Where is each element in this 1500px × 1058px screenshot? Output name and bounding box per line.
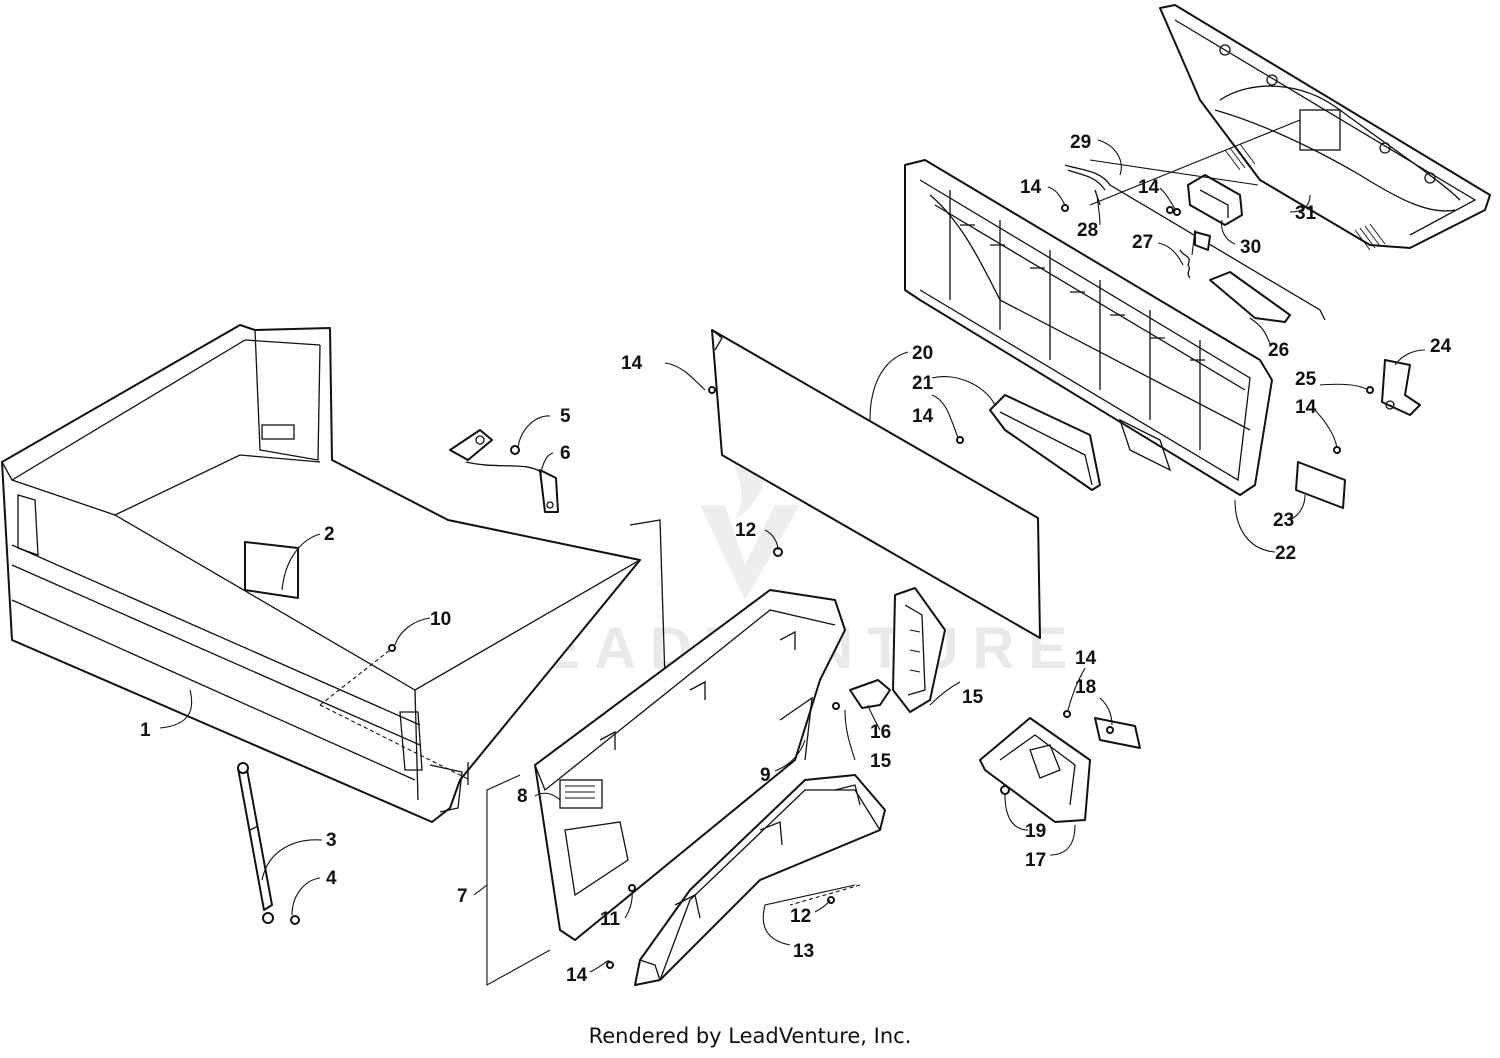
callout-10: 10 xyxy=(430,609,451,630)
callout-27: 27 xyxy=(1132,232,1153,253)
tailgate-inner-panel[interactable] xyxy=(711,329,1041,639)
callout-12-bottom: 12 xyxy=(790,906,811,927)
callout-6: 6 xyxy=(560,443,571,464)
callout-23: 23 xyxy=(1273,510,1294,531)
callout-15-bracket: 15 xyxy=(962,687,984,708)
callout-5: 5 xyxy=(560,406,571,427)
callout-20: 20 xyxy=(912,343,933,364)
callout-9: 9 xyxy=(760,765,771,786)
callout-8: 8 xyxy=(517,786,528,807)
callout-12-top: 12 xyxy=(735,520,756,541)
callout-14-plate: 14 xyxy=(1295,397,1317,418)
callout-16: 16 xyxy=(870,722,891,743)
gas-strut[interactable] xyxy=(237,762,300,925)
callout-22: 22 xyxy=(1275,543,1296,564)
plate xyxy=(1295,461,1346,509)
callout-13: 13 xyxy=(793,941,814,962)
callout-11: 11 xyxy=(600,909,621,930)
tailgate-frame[interactable] xyxy=(904,159,1273,496)
side-panel[interactable] xyxy=(979,717,1091,823)
seal xyxy=(989,394,1101,491)
cargo-box[interactable] xyxy=(1,324,666,823)
lower-trim[interactable] xyxy=(634,774,886,986)
bracket[interactable] xyxy=(1366,359,1421,416)
callout-21: 21 xyxy=(912,373,934,394)
latch-mechanism[interactable] xyxy=(1166,174,1243,226)
callout-29: 29 xyxy=(1070,132,1091,153)
callout-2: 2 xyxy=(324,524,335,545)
callout-30: 30 xyxy=(1240,237,1261,258)
callout-14-latch: 14 xyxy=(1138,177,1160,198)
hinge-bracket[interactable] xyxy=(892,587,946,713)
callout-7: 7 xyxy=(457,886,468,907)
callout-28: 28 xyxy=(1077,220,1098,241)
leader-lines xyxy=(159,119,1426,986)
decal xyxy=(244,541,299,599)
callout-18: 18 xyxy=(1075,677,1096,698)
latch-handle[interactable] xyxy=(832,679,891,710)
tailgate-outer-panel[interactable] xyxy=(534,589,846,941)
callout-26: 26 xyxy=(1268,340,1289,361)
tailgate-cover[interactable] xyxy=(1159,4,1491,251)
fasteners xyxy=(388,204,1341,969)
callout-24: 24 xyxy=(1430,336,1452,357)
callout-15-lower: 15 xyxy=(870,751,892,772)
callout-19: 19 xyxy=(1025,821,1046,842)
callout-3: 3 xyxy=(326,830,337,851)
handle-lever[interactable] xyxy=(1209,271,1291,323)
callout-14-bottom-left: 14 xyxy=(566,965,588,986)
callout-31: 31 xyxy=(1295,203,1317,224)
reflector xyxy=(1094,717,1141,749)
callout-1: 1 xyxy=(140,720,151,741)
tether-strap[interactable] xyxy=(449,429,559,513)
callout-14-side-panel: 14 xyxy=(1075,648,1097,669)
callout-14-rod: 14 xyxy=(1020,177,1042,198)
callouts: 1 2 3 4 5 6 7 8 9 10 11 12 12 13 14 14 1… xyxy=(140,132,1452,986)
callout-25: 25 xyxy=(1295,369,1317,390)
callout-17: 17 xyxy=(1025,850,1046,871)
footer-credit: Rendered by LeadVenture, Inc. xyxy=(588,1024,912,1048)
callout-14-seal: 14 xyxy=(912,406,934,427)
callout-4: 4 xyxy=(326,868,337,889)
callout-14-panel: 14 xyxy=(621,353,643,374)
